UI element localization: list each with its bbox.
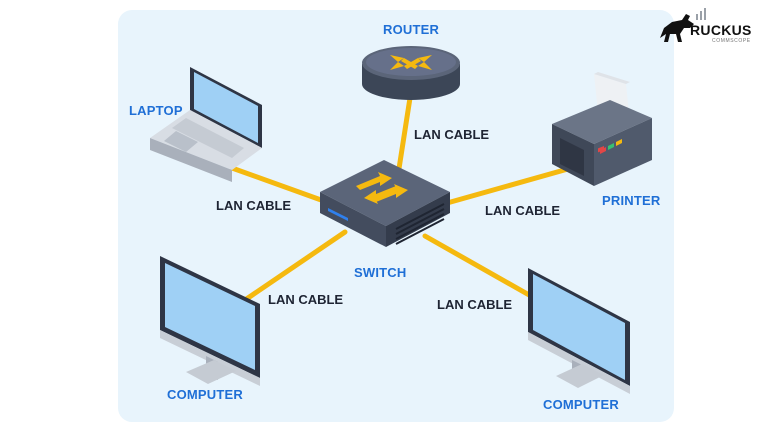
cable-computer-right xyxy=(422,233,548,307)
router-icon xyxy=(362,46,460,100)
cable-router xyxy=(395,95,413,178)
cables xyxy=(229,95,585,307)
cable-label-printer: LAN CABLE xyxy=(485,203,561,218)
switch-icon xyxy=(320,160,450,247)
cable-label-router: LAN CABLE xyxy=(414,127,490,142)
computer-left-label: COMPUTER xyxy=(167,387,243,402)
ruckus-dog-icon xyxy=(660,14,694,42)
ruckus-signal-icon xyxy=(696,8,706,20)
router-label: ROUTER xyxy=(383,22,440,37)
cable-computer-left xyxy=(242,229,348,303)
laptop-icon xyxy=(150,67,262,182)
computer-right-icon xyxy=(528,268,630,394)
printer-label: PRINTER xyxy=(602,193,661,208)
printer-icon xyxy=(552,72,652,186)
brand-name: RUCKUS xyxy=(690,22,752,38)
laptop-label: LAPTOP xyxy=(129,103,183,118)
brand-logo: RUCKUS COMMSCOPE xyxy=(654,10,764,50)
switch-label: SWITCH xyxy=(354,265,407,280)
brand-subtitle: COMMSCOPE xyxy=(712,38,751,44)
cable-printer xyxy=(437,162,585,208)
computer-right-label: COMPUTER xyxy=(543,397,619,412)
cable-label-laptop: LAN CABLE xyxy=(216,198,292,213)
cable-laptop xyxy=(229,165,338,208)
computer-left-icon xyxy=(160,256,260,386)
cable-label-computer-left: LAN CABLE xyxy=(268,292,344,307)
cable-label-computer-right: LAN CABLE xyxy=(437,297,513,312)
